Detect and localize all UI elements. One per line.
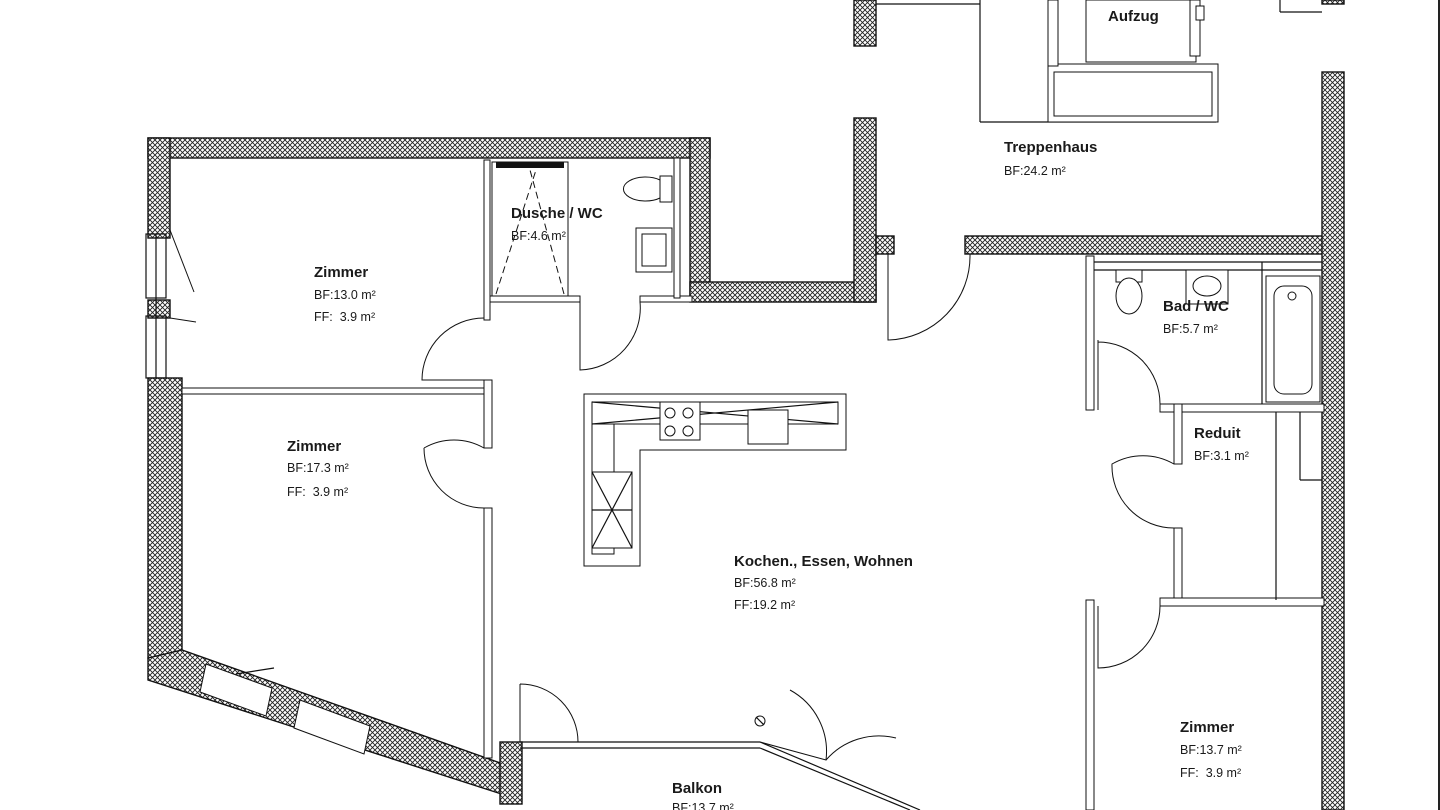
- room-bf: BF:56.8 m²: [734, 576, 796, 590]
- room-name: Zimmer: [1180, 719, 1234, 736]
- room-ff: FF:19.2 m²: [734, 598, 795, 612]
- room-name: Treppenhaus: [1004, 139, 1097, 156]
- room-name: Bad / WC: [1163, 298, 1229, 315]
- bath-fixtures: [1115, 269, 1321, 403]
- room-aufzug: Aufzug: [1108, 8, 1159, 25]
- window-left: [145, 229, 197, 379]
- room-balkon: Balkon BF:13.7 m²: [672, 780, 734, 810]
- kitchen-counter: [583, 393, 847, 567]
- elevator-shaft: [876, 0, 1322, 123]
- interior-walls: [181, 157, 1325, 810]
- room-bf: BF:24.2 m²: [1004, 164, 1066, 178]
- room-bf: BF:17.3 m²: [287, 461, 349, 475]
- room-zimmer-3: Zimmer BF:13.7 m² FF: 3.9 m²: [1180, 719, 1242, 780]
- room-bf: BF:4.6 m²: [511, 229, 566, 243]
- room-bf: BF:13.0 m²: [314, 288, 376, 302]
- room-ff: FF: 3.9 m²: [1180, 766, 1241, 780]
- room-bf: BF:13.7 m²: [672, 801, 734, 810]
- room-zimmer-2: Zimmer BF:17.3 m² FF: 3.9 m²: [287, 438, 349, 499]
- room-bf: BF:5.7 m²: [1163, 322, 1218, 336]
- room-name: Dusche / WC: [511, 205, 603, 222]
- room-name: Zimmer: [314, 264, 368, 281]
- room-bf: BF:3.1 m²: [1194, 449, 1249, 463]
- room-ff: FF: 3.9 m²: [314, 310, 375, 324]
- room-name: Kochen., Essen, Wohnen: [734, 553, 913, 570]
- room-name: Zimmer: [287, 438, 341, 455]
- room-reduit: Reduit BF:3.1 m²: [1194, 425, 1249, 463]
- room-zimmer-1: Zimmer BF:13.0 m² FF: 3.9 m²: [314, 264, 376, 324]
- doors: [421, 253, 1175, 761]
- window-angled: [199, 663, 371, 755]
- room-bf: BF:13.7 m²: [1180, 743, 1242, 757]
- room-name: Aufzug: [1108, 8, 1159, 25]
- room-ff: FF: 3.9 m²: [287, 485, 348, 499]
- room-treppenhaus: Treppenhaus BF:24.2 m²: [1004, 139, 1097, 178]
- shower-fixtures: [491, 161, 673, 297]
- room-name: Reduit: [1194, 425, 1241, 442]
- room-kochen-essen-wohnen: Kochen., Essen, Wohnen BF:56.8 m² FF:19.…: [734, 553, 913, 612]
- room-bad-wc: Bad / WC BF:5.7 m²: [1163, 298, 1229, 336]
- room-name: Balkon: [672, 780, 722, 797]
- room-dusche-wc: Dusche / WC BF:4.6 m²: [511, 205, 603, 243]
- viewer-edge: [1438, 0, 1440, 810]
